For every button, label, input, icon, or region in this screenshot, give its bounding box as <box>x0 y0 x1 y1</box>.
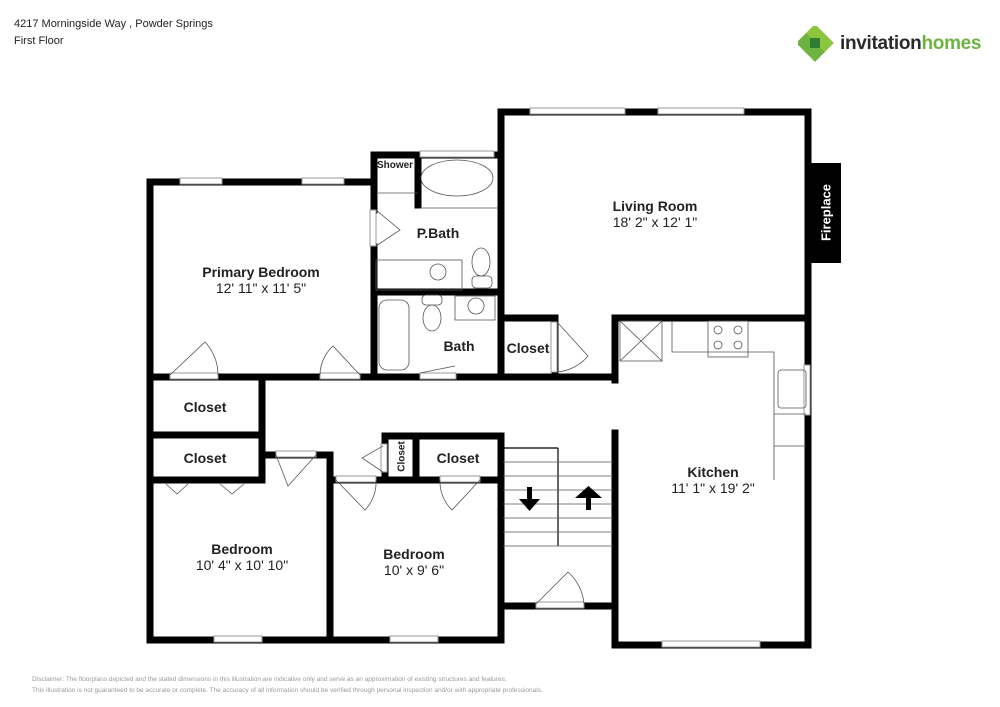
room-closet-left-2: Closet <box>183 450 227 466</box>
arrow-up-icon <box>575 486 602 510</box>
plan-header: 4217 Morningside Way , Powder Springs Fi… <box>14 16 213 50</box>
floor-label: First Floor <box>14 35 64 47</box>
logo-wordmark: invitationhomes <box>840 33 982 54</box>
room-living-room: Living Room 18' 2" x 12' 1" <box>612 198 698 230</box>
property-address: 4217 Morningside Way , Powder Springs <box>14 18 213 30</box>
invitation-homes-logo-icon <box>798 26 834 62</box>
room-closet-left-1: Closet <box>183 399 227 415</box>
room-closet-small: Closet <box>396 441 408 472</box>
room-closet-mid: Closet <box>436 450 480 466</box>
room-bedroom-mid: Bedroom 10' x 9' 6" <box>383 546 445 578</box>
fireplace-block <box>811 163 841 263</box>
arrow-down-icon <box>519 487 540 511</box>
room-closet-hall: Closet <box>506 340 550 356</box>
disclaimer-line-2: This illustration is not guaranteed to b… <box>32 687 543 694</box>
disclaimer: Disclaimer: The floorplans depicted and … <box>32 674 543 696</box>
room-kitchen: Kitchen 11' 1" x 19' 2" <box>671 464 755 496</box>
disclaimer-line-1: Disclaimer: The floorplans depicted and … <box>32 676 507 683</box>
room-shower: Shower <box>376 160 414 171</box>
room-p-bath: P.Bath <box>416 225 460 241</box>
room-bedroom-left: Bedroom 10' 4" x 10' 10" <box>195 541 289 573</box>
room-bath: Bath <box>443 338 475 354</box>
invitation-homes-logo: invitationhomes <box>798 26 982 62</box>
room-primary-bedroom: Primary Bedroom 12' 11" x 11' 5" <box>202 264 320 296</box>
fireplace-label: Fireplace <box>818 183 834 242</box>
